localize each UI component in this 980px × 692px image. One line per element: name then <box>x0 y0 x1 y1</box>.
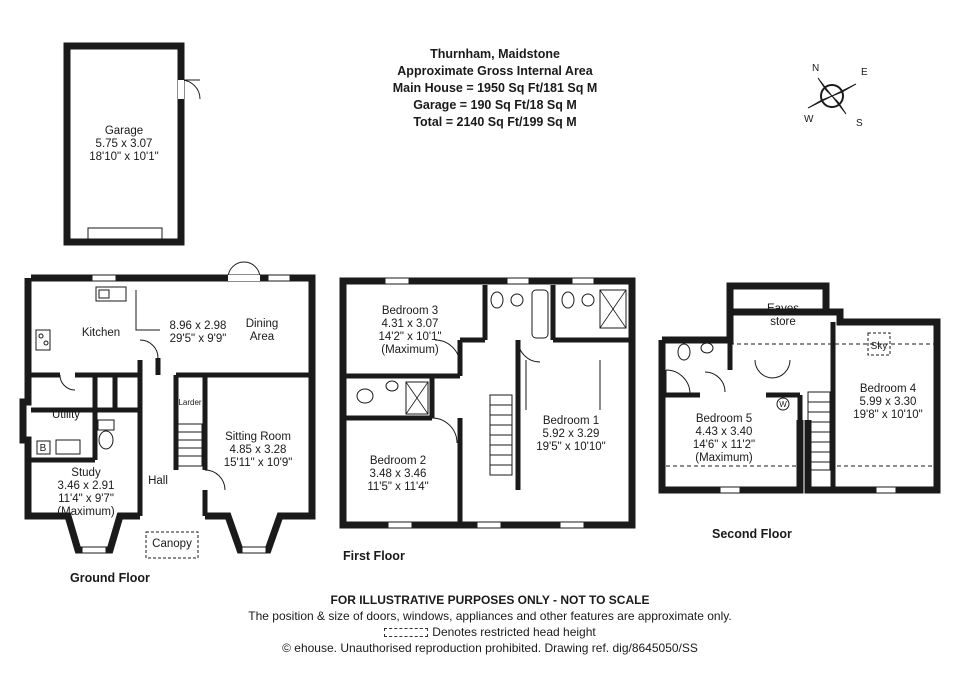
ground-floor-outline <box>19 261 316 559</box>
washer-label: W <box>779 400 787 409</box>
area-subtitle: Approximate Gross Internal Area <box>397 64 593 78</box>
compass-e: E <box>861 67 868 78</box>
first-floor-outline <box>339 277 636 529</box>
second-floor-outline <box>658 282 941 494</box>
dashed-line-icon <box>384 628 429 638</box>
skylight-label: Sky <box>870 341 888 352</box>
first-floor-title: First Floor <box>343 549 405 563</box>
disclaimer: FOR ILLUSTRATIVE PURPOSES ONLY - NOT TO … <box>330 593 650 607</box>
position-note: The position & size of doors, windows, a… <box>248 609 732 623</box>
total-area: Total = 2140 Sq Ft/199 Sq M <box>413 115 577 129</box>
property-title: Thurnham, Maidstone <box>430 47 560 61</box>
hall-label: Hall <box>148 475 168 487</box>
ground-floor-title: Ground Floor <box>70 571 150 585</box>
canopy-label: Canopy <box>152 538 192 550</box>
boiler-label: B <box>39 443 47 454</box>
larder-label: Larder <box>178 398 202 407</box>
compass-n: N <box>812 63 820 74</box>
main-house-area: Main House = 1950 Sq Ft/181 Sq M <box>392 81 598 95</box>
compass-s: S <box>856 118 863 129</box>
restricted-note: Denotes restricted head height <box>170 624 810 640</box>
kitchen-label: Kitchen <box>81 327 121 339</box>
second-floor-title: Second Floor <box>712 527 792 541</box>
footer-notes: FOR ILLUSTRATIVE PURPOSES ONLY - NOT TO … <box>170 592 810 656</box>
compass-icon <box>807 77 857 115</box>
copyright: © ehouse. Unauthorised reproduction proh… <box>282 641 698 655</box>
garage-outline <box>63 42 201 246</box>
garage-area: Garage = 190 Sq Ft/18 Sq M <box>413 98 577 112</box>
area-summary: Thurnham, Maidstone Approximate Gross In… <box>330 46 660 131</box>
utility-label: Utility <box>51 409 81 421</box>
compass-w: W <box>804 114 814 125</box>
